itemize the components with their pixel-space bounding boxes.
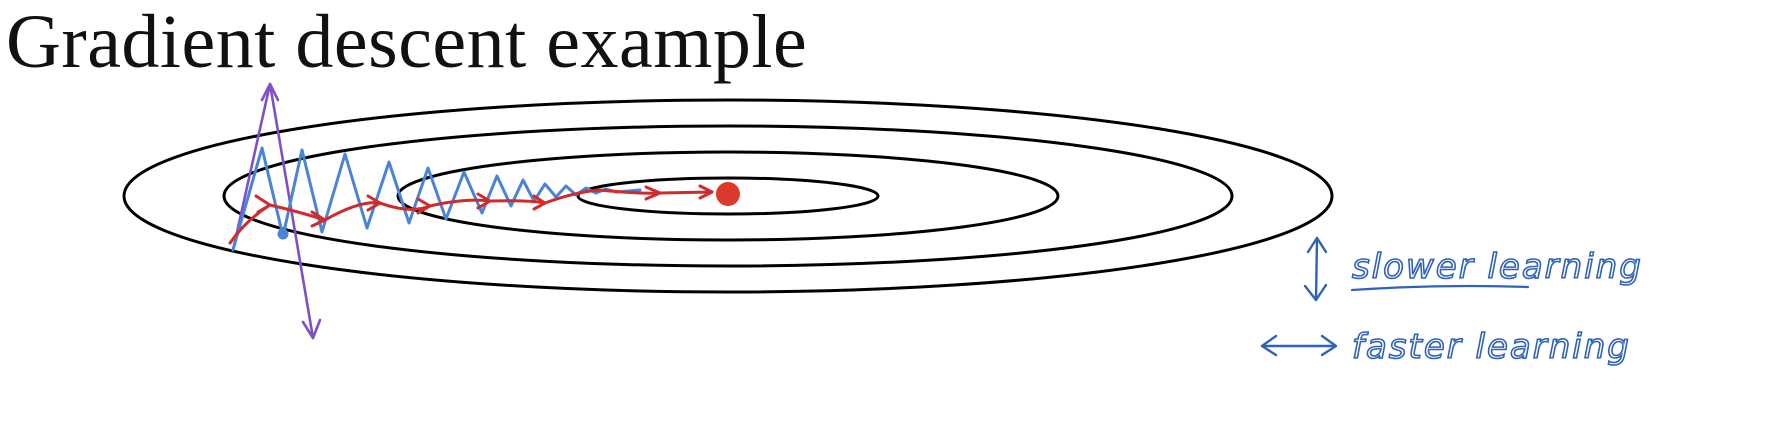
contour-lines	[122, 98, 1334, 294]
large-learning-rate-path	[231, 82, 322, 340]
horizontal-double-arrow-icon	[1260, 334, 1338, 357]
slower-learning-note: slower learning	[1352, 247, 1643, 287]
vertical-double-arrow-icon	[1303, 236, 1328, 302]
slide-title: Gradient descent example	[6, 0, 808, 84]
faster-learning-note: faster learning	[1352, 327, 1631, 367]
contour-outer	[122, 98, 1334, 294]
momentum-descent-path	[228, 184, 714, 245]
contour-inner	[576, 176, 880, 216]
minimum-point	[716, 182, 740, 206]
contour-second	[222, 124, 1234, 268]
contour-third	[396, 150, 1060, 242]
slower-learning-underline	[1350, 284, 1530, 292]
